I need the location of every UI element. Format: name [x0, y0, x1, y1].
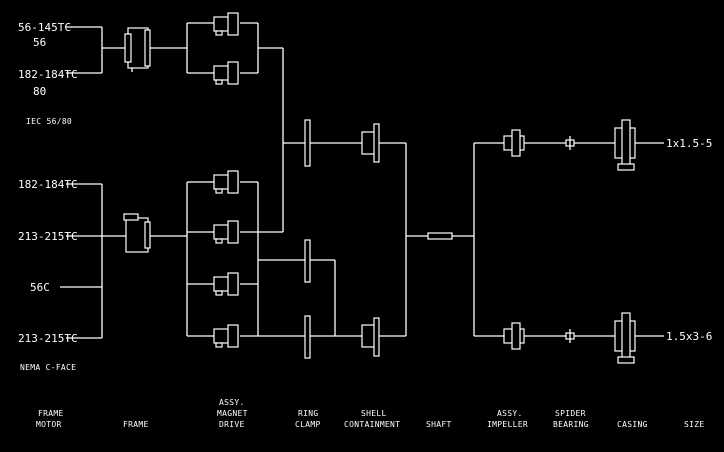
column-header-clamp-ring-line1: RING [298, 409, 318, 418]
magnet-drive-assemblies [213, 12, 239, 348]
column-header-containment-shell-line1: SHELL [361, 409, 387, 418]
magnet-drive-bus-bottom [186, 181, 305, 337]
size-label-top: 1x1.5-5 [666, 137, 712, 150]
nema-label: NEMA C-FACE [20, 363, 76, 372]
column-header-magnet-drive-line1b: MAGNET [217, 409, 248, 418]
motor-frame-label-b: 182-184TC [18, 68, 78, 81]
column-header-size: SIZE [684, 420, 704, 429]
motor-frame-label-a: 56-145TC [18, 21, 71, 34]
column-header-magnet-drive-line2: DRIVE [219, 420, 245, 429]
column-header-impeller-line2: IMPELLER [487, 420, 528, 429]
column-header-frame: FRAME [123, 420, 149, 429]
ring-clamps [258, 119, 362, 359]
motor-frame-sub-a: 56 [33, 36, 46, 49]
column-header-shaft: SHAFT [426, 420, 452, 429]
column-header-magnet-drive-line1: ASSY. [219, 398, 245, 407]
frame-adapter-bottom [123, 213, 151, 253]
motor-frame-sub-b: 80 [33, 85, 46, 98]
magnet-drive-bus-top [186, 22, 284, 232]
impeller-branch-top [474, 119, 664, 171]
motor-frame-label-f: 213-215TC [18, 332, 78, 345]
column-headers: FRAME MOTOR FRAME ASSY. MAGNET DRIVE RIN… [36, 398, 704, 429]
size-label-bottom: 1.5x3-6 [666, 330, 712, 343]
motor-connector-lines [60, 26, 187, 339]
column-header-motor-frame-line1: FRAME [38, 409, 64, 418]
column-header-bearing-line1: SPIDER [555, 409, 586, 418]
column-header-containment-shell-line2: CONTAINMENT [344, 420, 400, 429]
containment-shells [361, 123, 407, 357]
column-header-motor-frame-line2: MOTOR [36, 420, 62, 429]
motor-frame-label-c: 182-184TC [18, 178, 78, 191]
column-header-impeller-line1: ASSY. [497, 409, 523, 418]
iec-label: IEC 56/80 [26, 117, 72, 126]
column-header-bearing-line2: BEARING [553, 420, 589, 429]
impeller-branch-bottom [474, 312, 664, 364]
frame-adapter-top [124, 27, 151, 72]
motor-frame-label-e: 56C [30, 281, 50, 294]
column-header-casing: CASING [617, 420, 648, 429]
column-header-clamp-ring-line2: CLAMP [295, 420, 321, 429]
motor-frame-label-d: 213-215TC [18, 230, 78, 243]
shaft [406, 143, 475, 336]
